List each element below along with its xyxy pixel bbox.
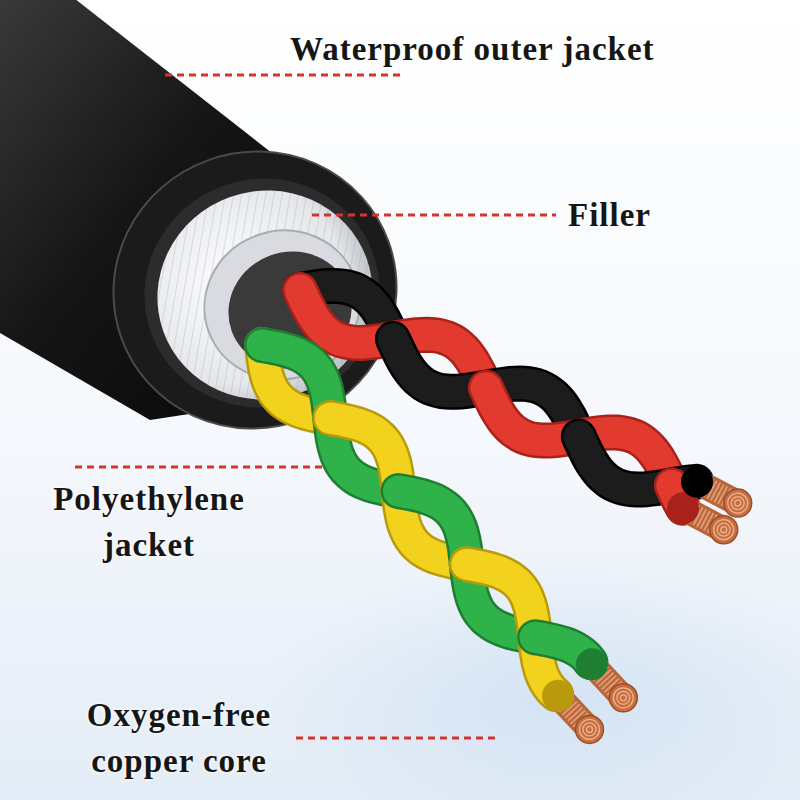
- copper-ring: [731, 497, 744, 510]
- insulation-end: [681, 466, 713, 498]
- copper-ring: [583, 723, 596, 736]
- copper-ring: [617, 691, 630, 704]
- filler-layer: [128, 160, 402, 429]
- copper-ring: [620, 695, 626, 701]
- copper-core-end: [575, 715, 603, 743]
- background-glow: [260, 560, 800, 800]
- copper-core-end: [609, 684, 637, 712]
- copper-ring: [579, 719, 599, 739]
- leader-line: [165, 74, 405, 77]
- part-label: Waterproof outer jacket: [290, 26, 655, 72]
- copper-core-end: [710, 516, 738, 544]
- leader-line: [296, 737, 500, 740]
- copper-ring: [728, 493, 748, 513]
- jacket-inner-ring: [112, 146, 412, 441]
- insulation-end: [576, 648, 608, 680]
- part-label: Filler: [568, 192, 651, 238]
- leader-line: [75, 466, 322, 469]
- copper-ring: [613, 688, 633, 708]
- copper-ring: [586, 726, 592, 732]
- part-label: Oxygen-free copper core: [44, 692, 314, 784]
- insulation-end: [542, 680, 574, 712]
- copper-ring: [717, 523, 730, 536]
- copper-core-end: [724, 489, 752, 517]
- outer-jacket-face: [74, 112, 435, 468]
- filler-weave: [128, 160, 402, 429]
- leader-line: [312, 214, 556, 217]
- copper-ring: [735, 500, 741, 506]
- copper-ring: [721, 527, 727, 533]
- copper-ring: [714, 520, 734, 540]
- twisted-wires: [262, 286, 752, 744]
- part-label: Polyethylene jacket: [14, 476, 284, 568]
